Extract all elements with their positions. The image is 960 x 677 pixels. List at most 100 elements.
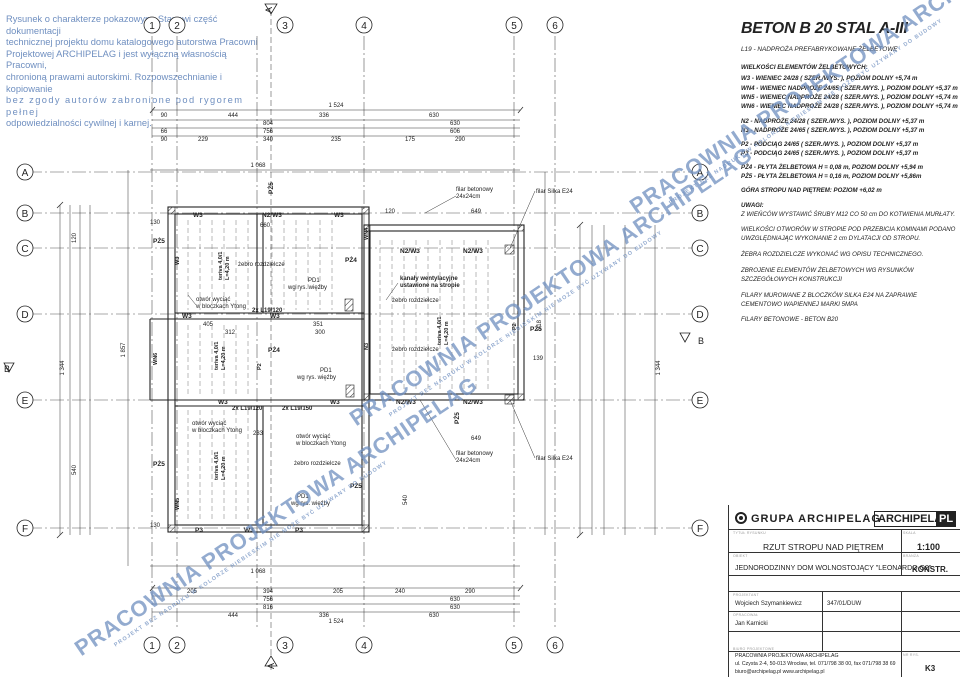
dimension: 1 524: [328, 103, 344, 109]
axis-label-row: F: [22, 524, 28, 535]
note-filar: filar betonowy: [456, 451, 493, 457]
dimension: 90: [161, 137, 168, 143]
note-teriva: teriva 4,0/1: [218, 252, 224, 280]
beam-label: N2/W3: [400, 248, 420, 255]
sheet-number: K3: [925, 664, 936, 673]
beam-label: W3: [270, 313, 280, 320]
axis-label-col: 6: [552, 641, 558, 652]
building-outline: [149, 206, 525, 533]
beam-label: N2/W3: [262, 212, 282, 219]
field-label: BIURO PROJEKTOWE: [733, 647, 775, 651]
disclaimer-line: chronioną prawami autorskimi. Rozpowszec…: [6, 71, 222, 94]
note-pd1: PD1: [308, 278, 320, 284]
slab-label: PŻ5: [453, 412, 461, 424]
dimension: 540: [403, 494, 409, 505]
axis-bubbles: [16, 16, 709, 654]
dimension: 120: [385, 209, 396, 215]
slab-label: PŻ5: [267, 182, 275, 194]
disclaimer-line: technicznej projektu domu katalogowego a…: [6, 37, 258, 48]
dimension: 233: [253, 431, 264, 437]
copyright-disclaimer: Rysunek o charakterze pokazowym. Stanowi…: [6, 14, 264, 130]
dimension: 205: [187, 589, 198, 595]
dimension: 1 524: [328, 619, 344, 625]
note-otwor: w bloczkach Ytong: [195, 304, 246, 310]
axis-label-row: F: [697, 524, 703, 535]
axis-label-row: B: [22, 209, 29, 220]
dimension: 649: [471, 209, 482, 215]
axis-label-col: 1: [149, 641, 155, 652]
note-pd1: wg rys. więźby: [287, 285, 327, 291]
beam-label: W3: [244, 527, 254, 534]
note-line: Z WIEŃCÓW WYSTAWIĆ ŚRUBY M12 CO 50 cm DO…: [741, 211, 956, 218]
dimension: 918: [537, 319, 543, 330]
note-line: FILARY MUROWANE Z BLOCZKÓW SILKA E24 NA …: [741, 292, 918, 299]
field-label: OBIEKT: [733, 554, 748, 558]
note-lintel: 2x L19/120: [232, 406, 263, 412]
axis-label-row: C: [21, 244, 28, 255]
dimension: 1 857: [121, 342, 127, 358]
dimension: 205: [333, 589, 344, 595]
section-marker: B: [4, 364, 10, 374]
dimension: 235: [331, 137, 342, 143]
axis-label-col: 6: [552, 21, 558, 32]
note-otwor: otwór wyciąć: [192, 421, 226, 427]
drawing-title: RZUT STROPU NAD PIĘTREM: [763, 542, 884, 552]
note-line: UWZGLĘDNIAJĄC WYKONANIE 2 cm DYLATACJI O…: [741, 235, 921, 242]
dimension: 394: [263, 589, 274, 595]
dimension: 1 068: [250, 569, 266, 575]
axis-label-col: 5: [511, 641, 517, 652]
beam-label: W3: [334, 212, 344, 219]
beam-label: N2/W3: [396, 399, 416, 406]
note-zebro: żebro rozdzielcze: [294, 461, 341, 467]
note-line: P3 - PODCIĄG 24/65 ( SZER./WYS. ), POZIO…: [741, 150, 919, 157]
axis-label-row: D: [21, 310, 28, 321]
axis-label-row: C: [696, 244, 703, 255]
axis-label-row: B: [697, 209, 704, 220]
dimension: 804: [263, 121, 274, 127]
brand-name: GRUPA ARCHIPELAG: [751, 513, 881, 525]
office-contact: biuro@archipelag.pl www.archipelag.pl: [735, 669, 825, 675]
dimension: 229: [198, 137, 209, 143]
dimension: 1 344: [60, 360, 66, 376]
beam-label: P2: [512, 323, 518, 330]
dimension: 606: [450, 129, 461, 135]
object-name: JEDNORODZINNY DOM WOLNOSTOJĄCY "LEONARDO…: [735, 565, 932, 572]
note-line: W3 - WIENIEC 24/28 ( SZER./WYS. ), POZIO…: [741, 75, 918, 82]
note-kanaly: ustawione na stropie: [400, 283, 460, 289]
dimension: 756: [263, 129, 274, 135]
branch: KONSTR.: [912, 565, 948, 574]
dimension: 66: [161, 129, 168, 135]
field-label: SKALA: [903, 531, 916, 535]
slab-label: PŻ5: [530, 325, 542, 333]
axis-label-row: E: [697, 396, 704, 407]
note-filar-silka: filar Silka E24: [536, 189, 573, 195]
note-otwor: w bloczkach Ytong: [191, 428, 242, 434]
note-line: SZCZEGÓŁOWYCH KONSTRUKCJI: [741, 276, 842, 283]
disclaimer-line: Projektowej ARCHIPELAG i jest wyłączną w…: [6, 48, 227, 71]
note-teriva: L=4,20 m: [225, 256, 231, 280]
axis-label-col: 1: [149, 21, 155, 32]
dimension: 630: [429, 613, 440, 619]
dimension: 130: [150, 523, 161, 529]
note-line: GÓRA STROPU NAD PIĘTREM: POZIOM +6,02 m: [741, 187, 882, 194]
dimension: 240: [395, 589, 406, 595]
axis-label-col: 2: [174, 641, 180, 652]
note-teriva: teriva 4,0/1: [214, 342, 220, 370]
note-otwor: otwór wyciąć: [196, 297, 230, 303]
field-label: PROJEKTANT: [733, 593, 759, 597]
axis-label-row: D: [696, 310, 703, 321]
beam-label: N2/W3: [463, 399, 483, 406]
note-filar-silka: filar Silka E24: [536, 456, 573, 462]
dimension: 816: [263, 605, 274, 611]
dimension: 756: [263, 597, 274, 603]
notes-heading: WIELKOŚCI ELEMENTÓW ŻELBETOWYCH:: [741, 64, 868, 71]
note-teriva: teriva 4,0/1: [214, 452, 220, 480]
drafter-name: Jan Karnicki: [735, 621, 768, 627]
designer-permit: 347/01/DUW: [827, 601, 862, 607]
disclaimer-line: odpowiedzialności cywilnej i karnej.: [6, 118, 152, 129]
beam-label: WN4: [364, 227, 370, 240]
dimension: 660: [260, 223, 271, 229]
slab-label: PŻ5: [153, 460, 165, 468]
dimension: 630: [450, 121, 461, 127]
